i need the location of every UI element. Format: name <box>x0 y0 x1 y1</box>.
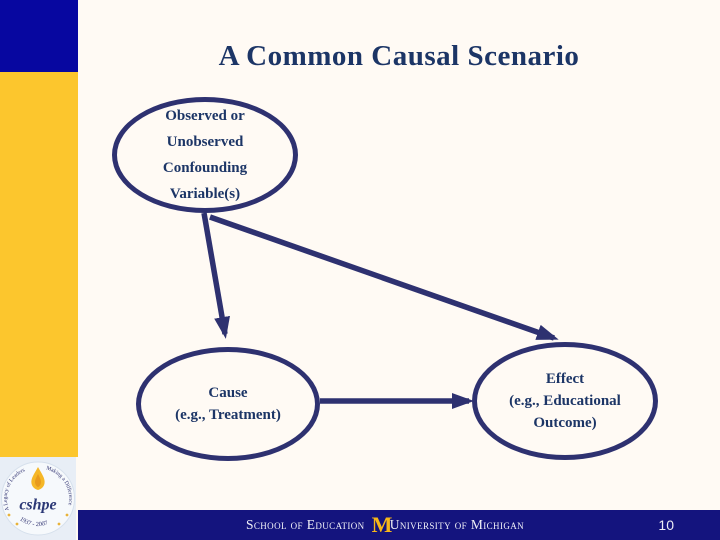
arrow-confounder-to-cause <box>201 212 230 339</box>
node-cause: Cause (e.g., Treatment) <box>136 347 320 461</box>
slide-title: A Common Causal Scenario <box>218 40 580 72</box>
node-text-line: Cause <box>208 385 248 401</box>
footer-school-of-education: School of Education <box>245 517 365 532</box>
sidebar-navy-block <box>0 0 78 72</box>
node-confounding-variables: Observed or Unobserved Confounding Varia… <box>112 97 298 213</box>
node-text-line: Outcome) <box>533 415 597 431</box>
arrow-confounder-to-effect <box>209 214 559 341</box>
cshpe-seal-icon: cshpe A Legacy of Leaders Making a Diffe… <box>1 461 75 536</box>
node-text-line: Effect <box>545 371 585 387</box>
footer-university-of-michigan: University of Michigan <box>389 517 525 532</box>
node-text-line: Observed or <box>165 108 245 124</box>
page-number: 10 <box>658 517 674 533</box>
node-text-line: (e.g., Treatment) <box>175 407 281 423</box>
sidebar-gold-block <box>0 72 78 457</box>
node-text-line: Unobserved <box>166 134 244 150</box>
node-text-line: (e.g., Educational <box>509 393 621 409</box>
node-effect: Effect (e.g., Educational Outcome) <box>472 342 658 460</box>
footer-bar: School of Education M University of Mich… <box>78 510 720 540</box>
footer-branding: School of Education M University of Mich… <box>246 514 524 536</box>
cshpe-logo: cshpe A Legacy of Leaders Making a Diffe… <box>0 457 76 540</box>
node-text-line: Variable(s) <box>169 186 241 202</box>
michigan-block-m-icon: M <box>371 512 393 537</box>
logo-name: cshpe <box>19 497 56 514</box>
node-text-line: Confounding <box>162 160 248 176</box>
